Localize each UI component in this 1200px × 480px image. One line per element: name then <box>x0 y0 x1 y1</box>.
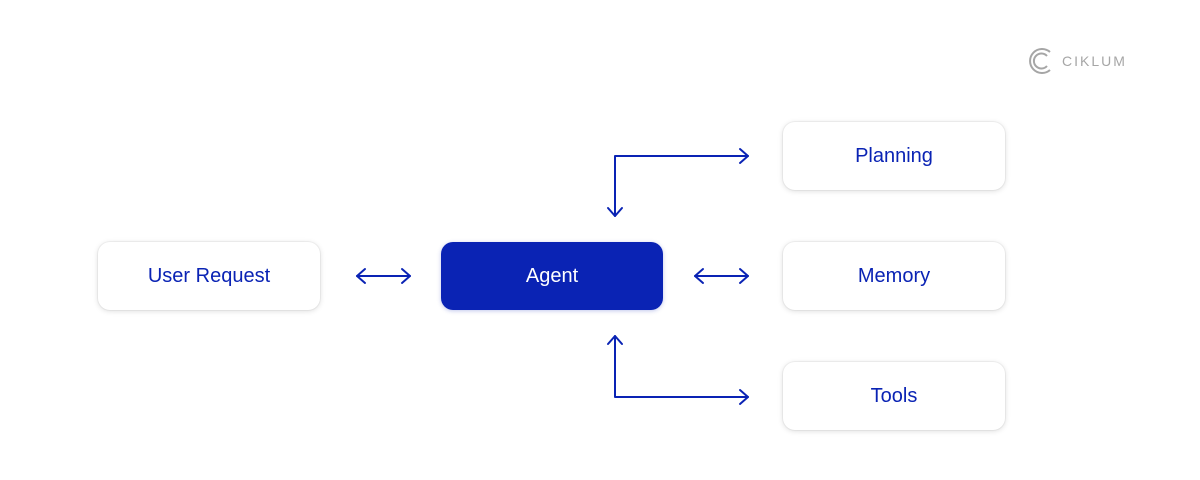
node-memory: Memory <box>783 242 1005 310</box>
node-tools-label: Tools <box>870 384 918 407</box>
node-user-request-label: User Request <box>147 264 271 287</box>
arrow-user-agent <box>356 268 411 284</box>
node-user-request: User Request <box>98 242 320 310</box>
node-agent-label: Agent <box>525 264 579 287</box>
node-planning-label: Planning <box>855 144 933 167</box>
node-planning: Planning <box>783 122 1005 190</box>
node-tools: Tools <box>783 362 1005 430</box>
brand-logo-text: CIKLUM <box>1062 53 1127 69</box>
arrow-agent-tools <box>607 335 749 405</box>
node-memory-label: Memory <box>857 264 931 287</box>
ciklum-logo-icon <box>1029 48 1051 74</box>
node-agent: Agent <box>441 242 663 310</box>
arrow-agent-memory <box>694 268 749 284</box>
brand-logo: CIKLUM <box>1026 46 1127 76</box>
arrow-agent-planning <box>607 148 749 217</box>
